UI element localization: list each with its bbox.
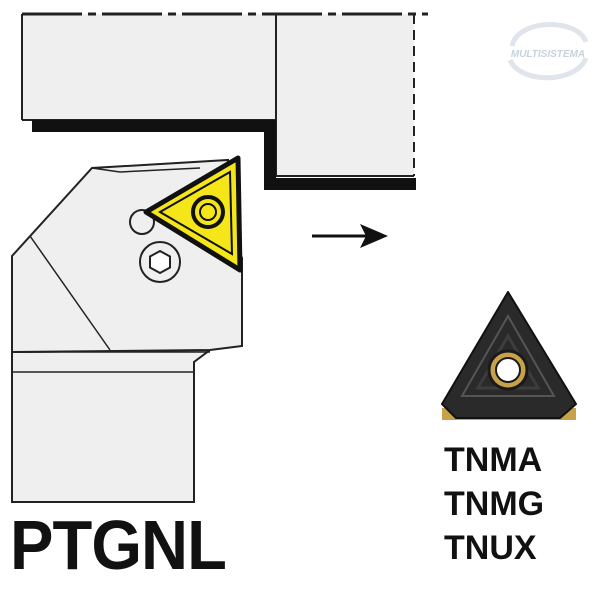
model-code-label: PTGNL	[10, 506, 227, 584]
arrow-right-icon	[312, 224, 388, 248]
watermark-text: MULTISISTEMA	[511, 49, 585, 60]
workpiece	[21, 12, 428, 190]
insert-type-tnmg: TNMG	[444, 485, 545, 523]
hex-screw-icon	[129, 209, 181, 283]
insert-type-tnux: TNUX	[444, 529, 537, 567]
insert-hole-icon	[191, 195, 225, 229]
watermark-logo: MULTISISTEMA	[507, 22, 589, 81]
triangle-insert	[143, 155, 243, 273]
carbide-insert-picture	[441, 291, 577, 420]
insert-type-tnma: TNMA	[444, 441, 543, 479]
